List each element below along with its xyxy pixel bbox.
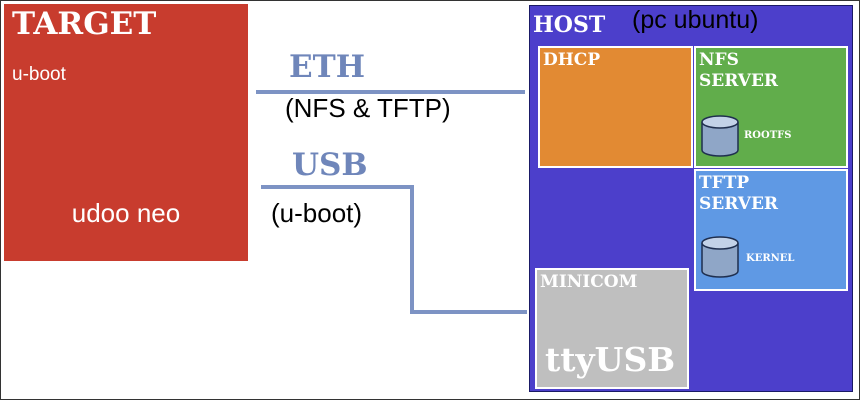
rootfs-label: ROOTFS (744, 130, 792, 141)
dhcp-box: DHCP (538, 46, 693, 168)
minicom-label: MINICOM (540, 272, 638, 292)
tftp-server-label: TFTP SERVER (699, 173, 779, 214)
tftp-server-box: TFTP SERVER KERNEL (694, 169, 848, 291)
target-title: TARGET (12, 6, 157, 42)
nfs-server-label: NFS SERVER (699, 50, 779, 91)
nfs-server-box: NFS SERVER ROOTFS (694, 46, 848, 168)
host-subtitle: (pc ubuntu) (632, 6, 759, 34)
host-title: HOST (533, 12, 606, 38)
usb-sublabel: (u-boot) (271, 198, 363, 228)
minicom-box: MINICOM ttyUSB (535, 268, 689, 389)
target-box: TARGET u-boot udoo neo (4, 4, 248, 261)
database-icon (701, 236, 739, 278)
tty-device-label: ttyUSB (545, 340, 676, 379)
database-icon (701, 115, 739, 157)
usb-line (261, 185, 527, 314)
kernel-label: KERNEL (746, 253, 795, 264)
eth-label: ETH (289, 49, 365, 85)
eth-sublabel: (NFS & TFTP) (285, 93, 451, 123)
target-board-name: udoo neo (71, 198, 181, 228)
host-box: HOST (pc ubuntu) DHCP NFS SERVER ROOTFS … (529, 5, 853, 392)
dhcp-label: DHCP (543, 50, 601, 70)
usb-label: USB (292, 147, 368, 183)
target-subtitle: u-boot (12, 64, 66, 85)
